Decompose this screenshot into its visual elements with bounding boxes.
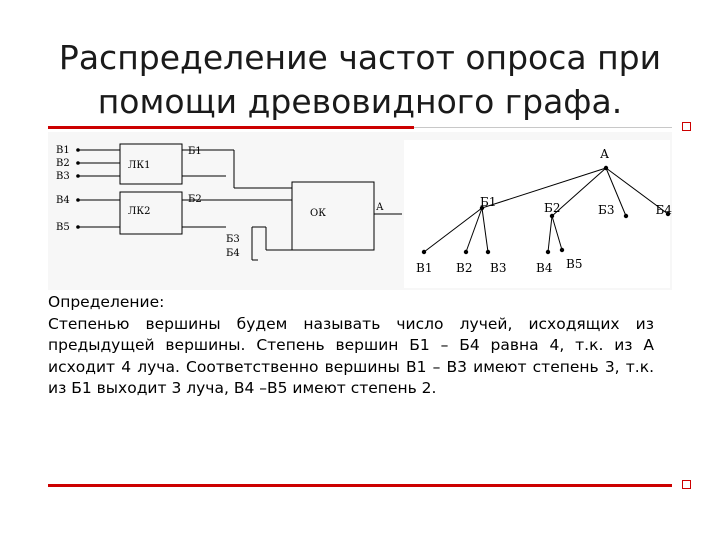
input-label-b3: B3 xyxy=(56,171,70,182)
b4-signal-label: Б4 xyxy=(226,248,240,259)
corner-square-bottom xyxy=(682,480,691,489)
bottom-rule-red xyxy=(48,484,672,487)
tree-nodes xyxy=(421,165,671,255)
ok-label: ОК xyxy=(310,208,326,219)
diagram-panel: B1 B2 B3 B4 B5 ЛК1 ЛК2 Б1 Б2 ОК А Б3 Б4 xyxy=(48,132,672,290)
tree-l2-label-b2: B2 xyxy=(456,261,472,275)
slide-title: Распределение частот опроса при помощи д… xyxy=(58,38,662,121)
tree-leaf-b2 xyxy=(463,249,469,255)
tree-l2-label-b4: B4 xyxy=(536,261,553,275)
tree-node-root xyxy=(603,165,609,171)
tree-l2-label-b3: B3 xyxy=(490,261,506,275)
input-label-b5: B5 xyxy=(56,222,70,233)
corner-square-top xyxy=(682,122,691,131)
tree-root-label: А xyxy=(600,147,609,161)
tree-leaf-b3 xyxy=(485,249,491,255)
tree-l1-label-b4: Б4 xyxy=(656,203,672,217)
lk2-label: ЛК2 xyxy=(128,206,150,217)
tree-l2-label-b1: B1 xyxy=(416,261,432,275)
tree-leaf-b1 xyxy=(421,249,427,255)
b3-signal-label: Б3 xyxy=(226,234,240,245)
tree-node-b4 xyxy=(665,211,671,217)
tree-node-b2 xyxy=(549,213,555,219)
input-label-b4: B4 xyxy=(56,195,70,206)
lk1-label: ЛК1 xyxy=(128,160,150,171)
lk2-box xyxy=(119,191,183,235)
tree-graph xyxy=(423,167,669,253)
input-label-b2: B2 xyxy=(56,158,70,169)
title-underline-gray xyxy=(414,127,672,128)
lk1-box xyxy=(119,143,183,185)
tree-l1-label-b1: Б1 xyxy=(480,195,496,209)
title-underline-red xyxy=(48,126,414,129)
circuit-input-dots xyxy=(76,148,80,229)
b2-signal-label: Б2 xyxy=(188,194,202,205)
tree-leaf-b5 xyxy=(559,247,565,253)
circuit-diagram xyxy=(78,143,402,261)
tree-leaf-b4 xyxy=(545,249,551,255)
output-a-label: А xyxy=(376,202,384,213)
tree-l1-label-b2: Б2 xyxy=(544,201,560,215)
definition-heading: Определение: xyxy=(48,293,165,311)
b1-signal-label: Б1 xyxy=(188,146,202,157)
definition-text: Степенью вершины будем называть число лу… xyxy=(48,314,654,398)
diagram-svg: B1 B2 B3 B4 B5 ЛК1 ЛК2 Б1 Б2 ОК А Б3 Б4 xyxy=(56,140,672,288)
input-label-b1: B1 xyxy=(56,145,70,156)
ok-box xyxy=(291,181,375,251)
definition-block: Определение: Степенью вершины будем назы… xyxy=(48,292,654,400)
tree-node-b3 xyxy=(623,213,629,219)
tree-l1-label-b3: Б3 xyxy=(598,203,614,217)
tree-node-b1 xyxy=(479,205,485,211)
tree-l2-label-b5: B5 xyxy=(566,257,582,271)
